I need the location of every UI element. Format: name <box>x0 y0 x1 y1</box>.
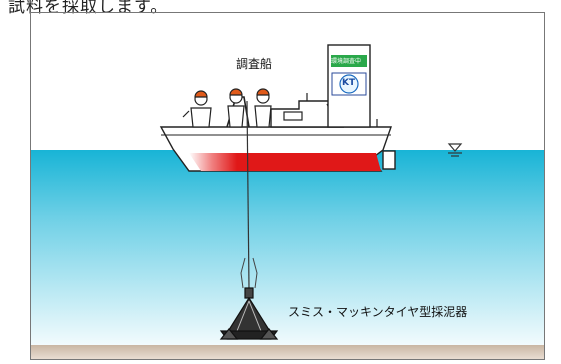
water-level-marker-icon <box>447 143 463 157</box>
survey-diagram <box>31 44 544 359</box>
ship-label: 調査船 <box>236 57 273 71</box>
sampler-cable <box>246 100 250 289</box>
water <box>31 150 544 345</box>
sampler-label: スミス・マッキンタイヤ型採泥器 <box>288 305 468 319</box>
crew-member-icon <box>254 88 272 128</box>
sampler-icon <box>219 287 279 340</box>
seabed <box>31 345 544 359</box>
diagram-frame: 調査船 環境調査中 KT スミス・マッキンタイヤ型採泥器 <box>30 12 545 360</box>
crew-member-icon <box>227 88 245 128</box>
crew-member-icon <box>182 90 212 128</box>
survey-ship <box>159 44 396 172</box>
ship-hull-red-band <box>189 153 381 171</box>
sign-top-text: 環境調査中 <box>331 58 362 65</box>
sign-logo-text: KT <box>342 78 356 88</box>
ship-rudder <box>382 150 396 170</box>
